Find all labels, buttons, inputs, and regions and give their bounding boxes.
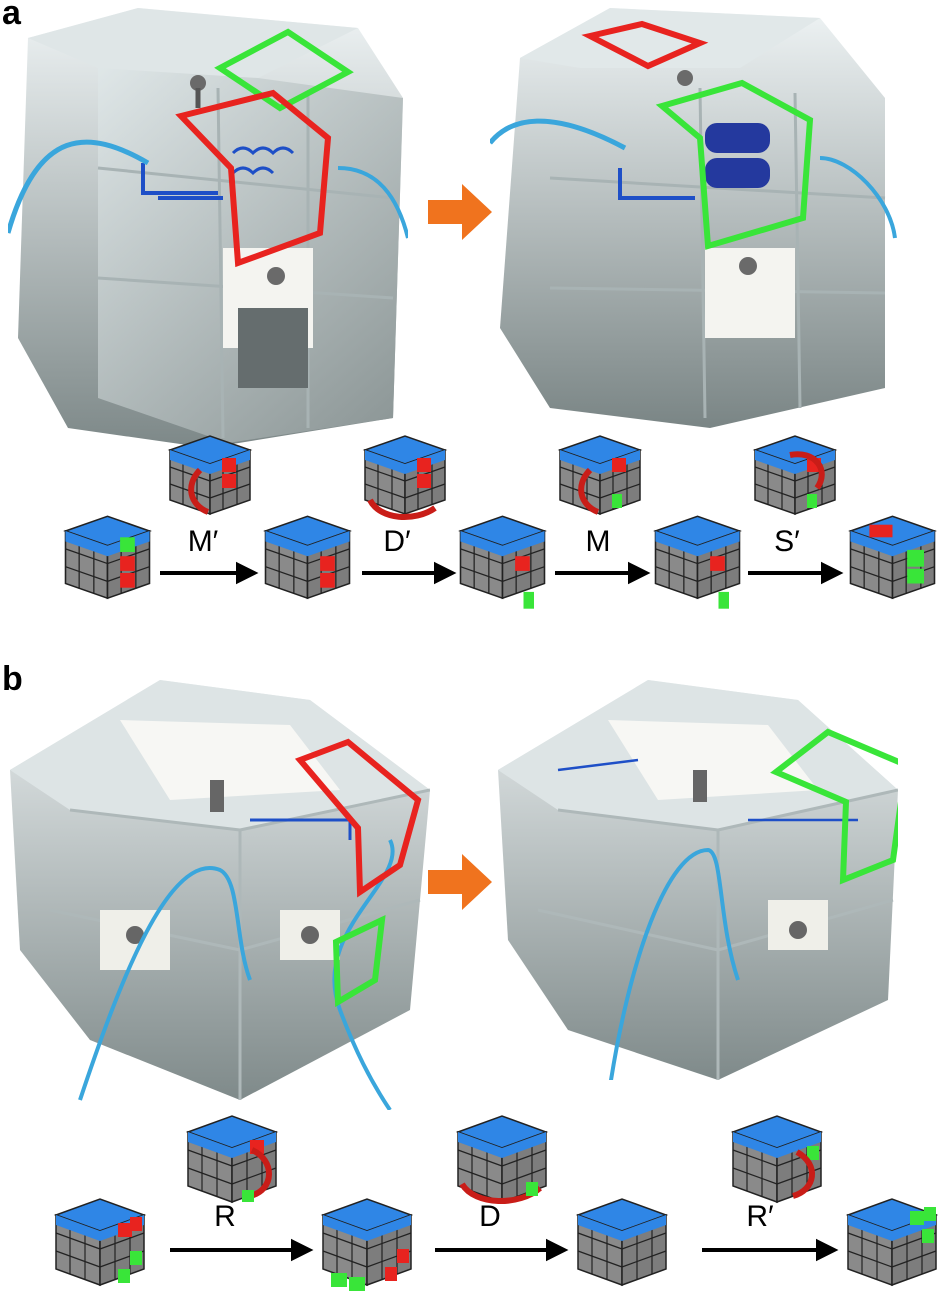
mini-cube-d <box>457 1115 547 1204</box>
cube-state-a-5 <box>849 515 936 599</box>
move-label-a-1: M′ <box>187 525 219 558</box>
move-label-b-3: R′ <box>746 1200 774 1233</box>
move-label-a-3: M <box>585 525 611 558</box>
move-label-b-1: R <box>214 1200 236 1233</box>
cube-state-b-4 <box>847 1198 937 1286</box>
mini-cube-r <box>187 1115 277 1203</box>
move-sequence-b <box>55 1115 937 1291</box>
move-label-a-4: S′ <box>774 525 800 558</box>
photo-b-before <box>10 680 430 1110</box>
mini-cube-m <box>559 435 641 515</box>
move-sequence-a <box>64 435 936 609</box>
arrow-b-transform <box>428 854 492 910</box>
cube-state-b-3 <box>577 1198 667 1286</box>
move-label-b-2: D <box>479 1200 501 1233</box>
cube-state-b-2 <box>322 1198 412 1291</box>
cube-state-a-3 <box>459 515 546 609</box>
arrow-a-transform <box>428 184 492 240</box>
cube-state-a-2 <box>264 515 351 599</box>
photo-a-after <box>490 8 897 428</box>
cube-state-b-1 <box>55 1198 145 1286</box>
mini-cube-m-prime <box>169 435 251 515</box>
panel-label-b: b <box>2 660 23 698</box>
mini-cube-s-prime <box>754 435 836 515</box>
photo-a-before <box>8 8 408 448</box>
move-label-a-2: D′ <box>383 525 411 558</box>
mini-cube-r-prime <box>732 1115 822 1203</box>
panel-label-a: a <box>2 0 21 32</box>
cube-state-a-4 <box>654 515 741 609</box>
photo-b-after <box>498 680 898 1080</box>
cube-state-a-1 <box>64 515 151 599</box>
mini-cube-d-prime <box>364 435 446 520</box>
